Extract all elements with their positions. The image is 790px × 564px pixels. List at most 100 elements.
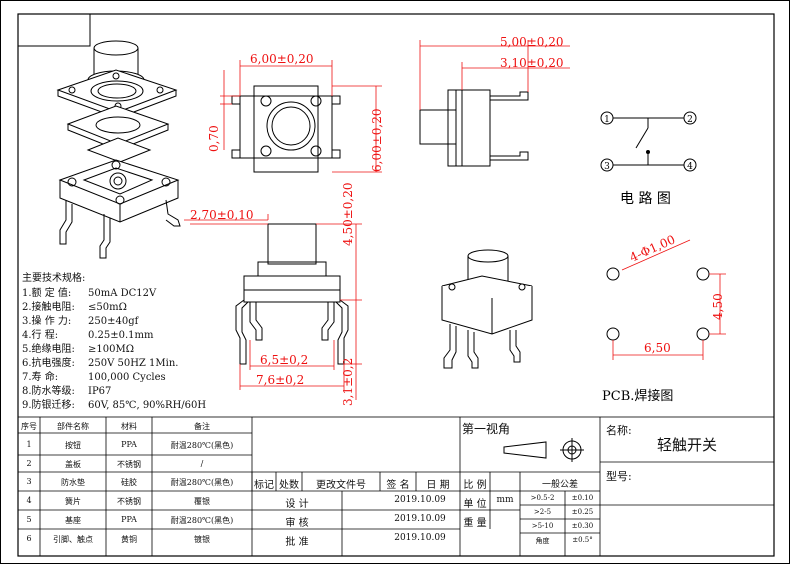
spec-label: 5.绝缘电阻: <box>22 344 75 355</box>
bom-cell: 2 <box>26 459 32 468</box>
spec-label: 4.行 程: <box>22 330 59 341</box>
tolerance-range: >5-10 <box>531 522 554 530</box>
spec-item: 4.行 程: 0.25±0.1mm <box>22 329 154 343</box>
rev-date: 2019.10.09 <box>394 533 446 543</box>
bom-cell: 硅胶 <box>121 478 137 487</box>
dim-pcb-horizontal: 6,50 <box>644 341 671 355</box>
dim-front-pin-length: 3,1±0,2 <box>341 358 355 406</box>
spec-item: 3.操 作 力: 250±40gf <box>22 315 138 329</box>
tolerance-range: >2-5 <box>533 508 552 516</box>
spec-value: 0.25±0.1mm <box>88 330 154 341</box>
bom-cell: 覆银 <box>194 497 210 506</box>
bom-cell: 4 <box>26 496 32 505</box>
tolerance-value: ±0.10 <box>571 494 594 502</box>
rev-label: 批 准 <box>285 537 309 548</box>
bom-cell: 1 <box>26 440 32 449</box>
dim-top-height: 6,00±0,20 <box>370 109 384 173</box>
bom-cell: 不锈钢 <box>117 497 141 506</box>
bom-cell: 盖板 <box>65 460 81 469</box>
bom-cell: 6 <box>26 534 32 543</box>
projection-label: 第一视角 <box>462 422 511 436</box>
bom-cell: 防水垫 <box>61 478 85 487</box>
dim-pcb-vertical: 4,50 <box>711 293 725 320</box>
spec-label: 7.寿 命: <box>22 372 59 383</box>
dim-front-pin-inner: 6,5±0,2 <box>260 353 308 367</box>
bom-cell: 耐温280℃(黑色) <box>170 478 234 487</box>
specs-title: 主要技术规格: <box>22 273 86 284</box>
dim-top-offset: 0,70 <box>207 125 221 152</box>
spec-label: 1.额 定 值: <box>22 288 72 299</box>
rev-label: 审 核 <box>285 518 309 529</box>
tolerance-range: >0.5-2 <box>530 494 555 502</box>
bom-cell: 5 <box>26 515 32 524</box>
spec-item: 5.绝缘电阻: ≥100MΩ <box>22 343 134 357</box>
bom-header: 备注 <box>194 422 210 431</box>
spec-label: 9.防银迁移: <box>22 400 75 411</box>
spec-item: 7.寿 命: 100,000 Cycles <box>22 371 166 385</box>
dim-side-total: 5,00±0,20 <box>500 35 564 49</box>
first-angle-projection-symbol <box>503 438 584 462</box>
dim-top-width: 6,00±0,20 <box>250 52 314 66</box>
name-label: 名称: <box>606 424 632 437</box>
pcb-footprint: 4-Φ1,00 4,50 6,50 PCB.焊接图 <box>602 232 726 404</box>
corner-box <box>17 13 91 47</box>
bom-cell: 引脚、触点 <box>53 535 93 544</box>
spec-value: 250±40gf <box>88 316 139 327</box>
bom-cell: PPA <box>121 515 137 524</box>
assembled-view <box>441 249 533 369</box>
bom-cell: 不锈钢 <box>117 460 141 469</box>
tolerance-value: ±0.25 <box>571 508 594 516</box>
rev-date: 2019.10.09 <box>394 495 446 505</box>
bom-header: 序号 <box>21 422 37 431</box>
bom-cell: / <box>200 459 204 468</box>
front-view: 2,70±0,10 4,50±0,20 6,5±0,2 7,6±0,2 3,1±… <box>184 183 362 406</box>
unit-value: mm <box>496 495 514 505</box>
weight-label: 重 量 <box>463 518 487 529</box>
spec-item: 6.抗电强度: 250V 50HZ 1Min. <box>22 357 178 371</box>
dim-front-pin-outer: 7,6±0,2 <box>256 373 304 387</box>
circuit-diagram: 1 2 3 4 电 路 图 <box>600 111 697 207</box>
rev-header: 签 名 <box>386 480 410 491</box>
pin-4-label: 4 <box>687 162 693 172</box>
pin-1-label: 1 <box>604 115 610 125</box>
dim-side-body: 3,10±0,20 <box>500 56 564 70</box>
spec-label: 6.抗电强度: <box>22 358 75 369</box>
bom-cell: 黄铜 <box>121 535 137 544</box>
spec-value: 100,000 Cycles <box>88 372 166 383</box>
pcb-title: PCB.焊接图 <box>602 388 673 404</box>
spec-label: 8.防水等级: <box>22 386 75 397</box>
bom-cell: 3 <box>26 477 32 486</box>
bom-cell: PPA <box>121 440 137 449</box>
tolerance-title: 一般公差 <box>541 480 578 490</box>
spec-value: ≤50mΩ <box>88 302 127 313</box>
spec-item: 2.接触电阻: ≤50mΩ <box>22 301 127 315</box>
rev-header: 标记 <box>254 480 274 491</box>
spec-value: 250V 50HZ 1Min. <box>88 358 179 369</box>
bom-cell: 耐温280℃(黑色) <box>170 441 234 450</box>
tolerance-range: 角度 <box>535 537 550 545</box>
rev-header: 日 期 <box>426 480 450 491</box>
bom-cell: 按钮 <box>65 441 81 450</box>
pin-2-label: 2 <box>687 115 693 125</box>
model-label: 型号: <box>606 470 632 483</box>
tolerance-value: ±0.5° <box>572 536 593 544</box>
rev-header: 处数 <box>279 480 299 491</box>
rev-label: 设 计 <box>285 499 309 510</box>
spec-item: 9.防银迁移: 60V, 85℃, 90%RH/60H <box>22 399 206 413</box>
title-block <box>17 416 775 557</box>
spec-value: 60V, 85℃, 90%RH/60H <box>88 400 207 411</box>
circuit-title: 电 路 图 <box>620 191 671 207</box>
spec-value: ≥100MΩ <box>88 344 134 355</box>
dim-front-height: 4,50±0,20 <box>341 183 355 247</box>
scale-ratio-label: 比 例 <box>463 480 487 491</box>
exploded-view <box>56 40 181 259</box>
side-view: 5,00±0,20 3,10±0,20 <box>419 35 570 167</box>
spec-label: 2.接触电阻: <box>22 302 75 313</box>
bom-cell: 基座 <box>65 516 81 525</box>
spec-value: IP67 <box>88 386 112 397</box>
rev-header: 更改文件号 <box>316 480 366 491</box>
spec-label: 3.操 作 力: <box>22 316 72 327</box>
bom-cell: 耐温280℃(黑色) <box>170 516 234 525</box>
rev-date: 2019.10.09 <box>394 514 446 524</box>
